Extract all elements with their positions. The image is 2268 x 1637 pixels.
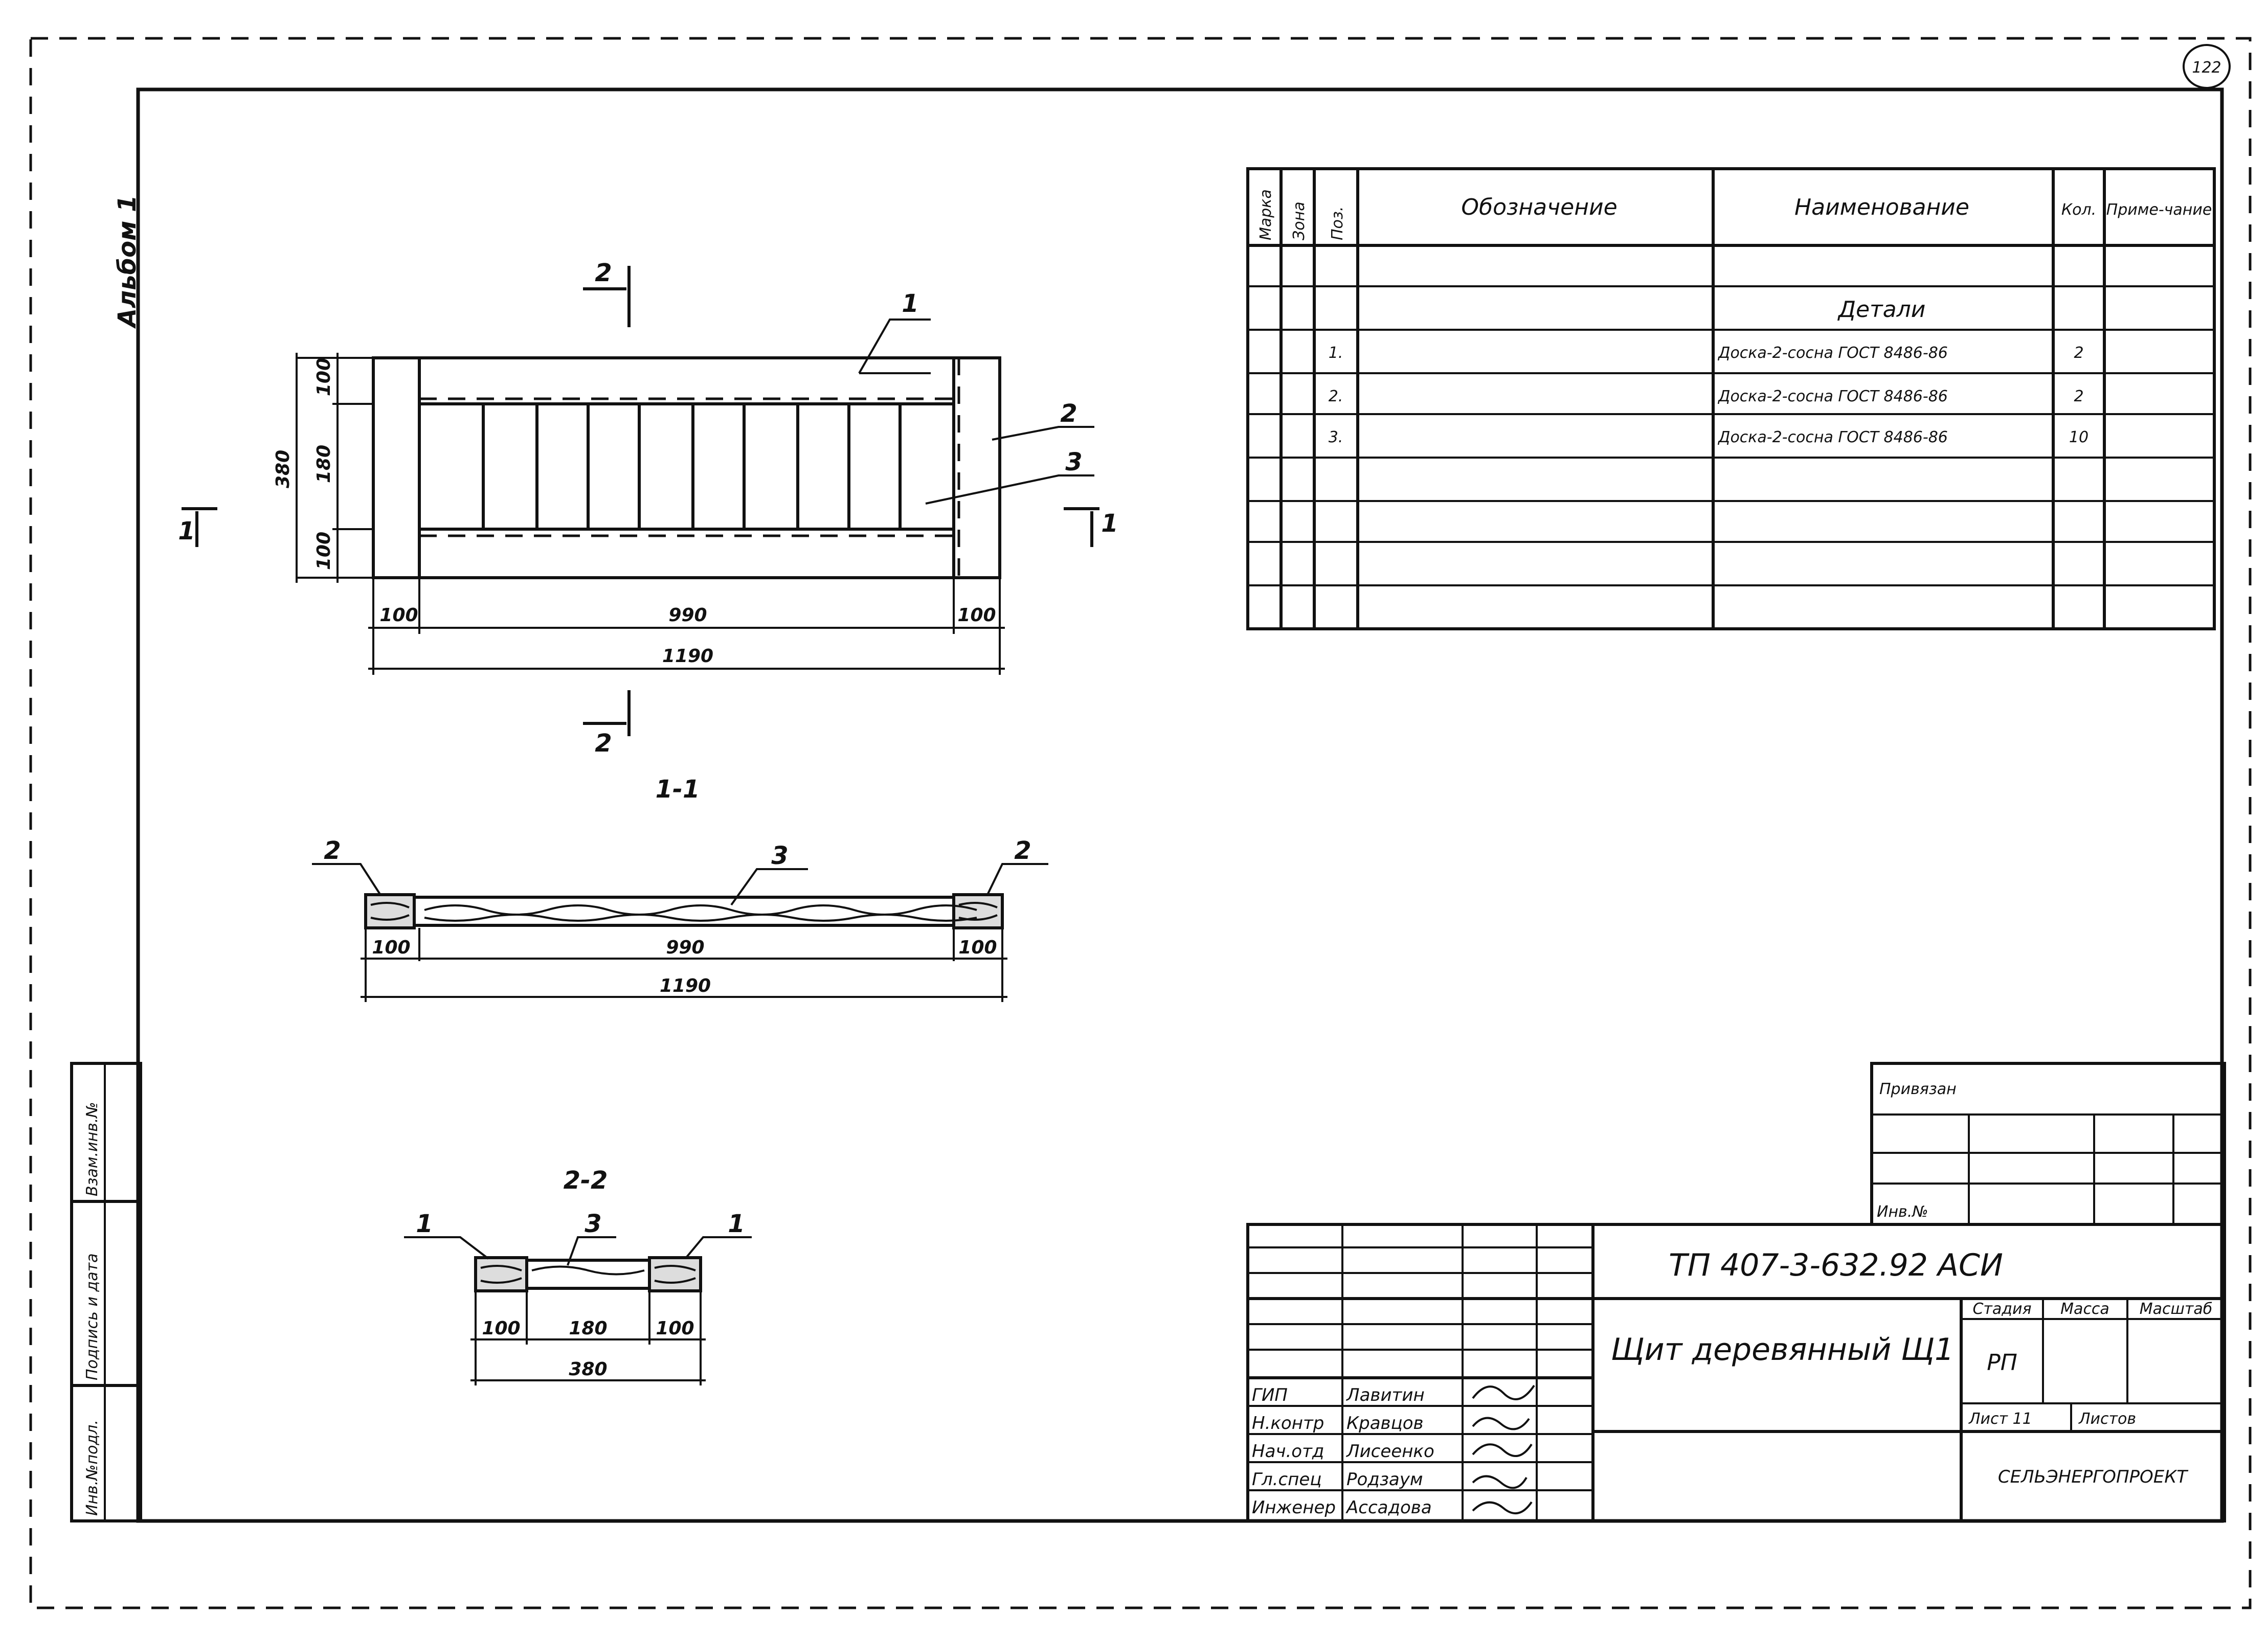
outer-border	[29, 37, 2252, 1609]
stage-label: Стадия	[1972, 1300, 2031, 1318]
svg-text:1: 1	[416, 1210, 433, 1238]
sheet-label: Лист 11	[1968, 1410, 2032, 1428]
svg-text:100: 100	[958, 937, 997, 958]
section-2-2-title: 2-2	[564, 1166, 608, 1195]
svg-text:Ассадова: Ассадова	[1345, 1497, 1432, 1518]
svg-text:Нач.отд: Нач.отд	[1252, 1441, 1324, 1462]
svg-text:1190: 1190	[662, 646, 713, 667]
album-label: Альбом 1	[113, 195, 142, 330]
svg-text:Лисеенко: Лисеенко	[1345, 1441, 1434, 1462]
svg-text:2: 2	[1014, 836, 1031, 865]
sheet-number-circle	[2183, 44, 2231, 89]
spec-table-header: Марка Зона Поз. Обозначение Наименование…	[1257, 189, 2212, 240]
svg-text:100: 100	[656, 1318, 694, 1339]
section-2-2-drawing: 1 3 1 100 180 100 380	[404, 1210, 752, 1385]
doc-code: ТП 407-3-632.92 АСИ	[1669, 1247, 2003, 1283]
svg-text:Инв.№подл.: Инв.№подл.	[83, 1420, 101, 1516]
plan-callouts: 1 2 3	[858, 289, 1094, 505]
svg-text:100: 100	[372, 937, 410, 958]
svg-text:180: 180	[569, 1318, 607, 1339]
sheets-label: Листов	[2078, 1410, 2136, 1428]
svg-text:Гл.спец: Гл.спец	[1252, 1469, 1321, 1490]
svg-text:Лавитин: Лавитин	[1345, 1385, 1425, 1405]
svg-text:2: 2	[1060, 399, 1077, 428]
spec-row-3: 3. Доска-2-сосна ГОСТ 8486-86 10	[1329, 428, 2089, 446]
scale-label: Масштаб	[2140, 1300, 2213, 1318]
svg-text:Доска-2-сосна ГОСТ 8486-86: Доска-2-сосна ГОСТ 8486-86	[1717, 388, 1948, 405]
svg-text:380: 380	[569, 1359, 607, 1380]
svg-text:Н.контр: Н.контр	[1252, 1413, 1324, 1434]
side-stamp: Взам.инв.№ Подпись и дата Инв.№подл.	[70, 1062, 142, 1522]
svg-text:1: 1	[728, 1210, 745, 1238]
stage-value: РП	[1987, 1350, 2017, 1376]
svg-text:100: 100	[482, 1318, 520, 1339]
svg-text:Поз.: Поз.	[1329, 207, 1346, 240]
svg-text:990: 990	[666, 937, 704, 958]
svg-text:Приме-чание: Приме-чание	[2106, 201, 2212, 219]
svg-text:Обозначение: Обозначение	[1461, 194, 1617, 220]
svg-text:1.: 1.	[1329, 344, 1343, 362]
svg-text:3.: 3.	[1329, 428, 1343, 446]
svg-text:100: 100	[379, 605, 418, 626]
spec-row-1: 1. Доска-2-сосна ГОСТ 8486-86 2	[1329, 344, 2084, 362]
svg-text:3: 3	[1065, 448, 1082, 476]
mass-label: Масса	[2060, 1300, 2109, 1318]
spec-row-2: 2. Доска-2-сосна ГОСТ 8486-86 2	[1329, 388, 2084, 405]
svg-text:2: 2	[595, 259, 612, 287]
plan-horizontal-dims: 100 990 100 1190	[368, 578, 1005, 675]
svg-text:3: 3	[771, 842, 788, 870]
svg-text:2: 2	[595, 729, 612, 758]
svg-text:2.: 2.	[1329, 388, 1343, 405]
svg-text:380: 380	[273, 450, 294, 488]
svg-text:Марка: Марка	[1257, 189, 1275, 240]
svg-text:100: 100	[957, 605, 996, 626]
svg-text:ГИП: ГИП	[1252, 1385, 1288, 1405]
svg-text:Взам.инв.№: Взам.инв.№	[83, 1102, 101, 1196]
binding-block: Привязан Инв.№	[1870, 1062, 2226, 1226]
svg-text:100: 100	[313, 532, 334, 570]
organization: СЕЛЬЭНЕРГОПРОЕКТ	[1998, 1467, 2189, 1487]
plan-vertical-dims: 100 180 100 380	[273, 353, 373, 583]
svg-text:3: 3	[585, 1210, 601, 1238]
svg-text:Родзаум: Родзаум	[1346, 1469, 1423, 1490]
svg-text:180: 180	[313, 445, 334, 483]
svg-text:1: 1	[1101, 509, 1118, 538]
svg-text:100: 100	[313, 358, 334, 396]
svg-text:Подпись и дата: Подпись и дата	[83, 1254, 101, 1381]
title-block	[1246, 1223, 2226, 1522]
svg-text:Кравцов: Кравцов	[1346, 1413, 1424, 1434]
drawing-frame	[136, 87, 2224, 1523]
spec-table	[1246, 167, 2216, 630]
svg-text:Доска-2-сосна ГОСТ 8486-86: Доска-2-сосна ГОСТ 8486-86	[1717, 344, 1948, 362]
svg-text:Привязан: Привязан	[1879, 1080, 1957, 1098]
section-1-1-title: 1-1	[656, 775, 700, 804]
svg-text:1: 1	[178, 517, 195, 545]
svg-text:2: 2	[324, 836, 341, 865]
svg-text:Инженер: Инженер	[1252, 1497, 1336, 1518]
plan-view	[372, 356, 1001, 579]
svg-text:2: 2	[2074, 388, 2083, 405]
svg-text:990: 990	[668, 605, 707, 626]
signatures	[1472, 1384, 1535, 1514]
svg-text:Доска-2-сосна ГОСТ 8486-86: Доска-2-сосна ГОСТ 8486-86	[1717, 428, 1948, 446]
svg-text:1190: 1190	[660, 975, 711, 996]
svg-text:Кол.: Кол.	[2061, 201, 2096, 219]
spec-section-title: Детали	[1837, 297, 1926, 323]
svg-text:10: 10	[2069, 428, 2089, 446]
svg-text:1: 1	[902, 289, 918, 318]
section-1-1-drawing: 2 3 2 100 990 100 1190	[312, 836, 1048, 1002]
plan-section-marks: 1 1 2 2	[178, 259, 1118, 758]
sheet-title: Щит деревянный Щ1	[1611, 1332, 1954, 1368]
sheet-number: 122	[2192, 59, 2221, 77]
staff-list: ГИП Лавитин Н.контр Кравцов Нач.отд Лисе…	[1252, 1385, 1434, 1518]
svg-text:Зона: Зона	[1290, 201, 1308, 240]
svg-text:Наименование: Наименование	[1794, 194, 1969, 220]
svg-text:2: 2	[2074, 344, 2083, 362]
svg-text:Инв.№: Инв.№	[1877, 1203, 1928, 1221]
